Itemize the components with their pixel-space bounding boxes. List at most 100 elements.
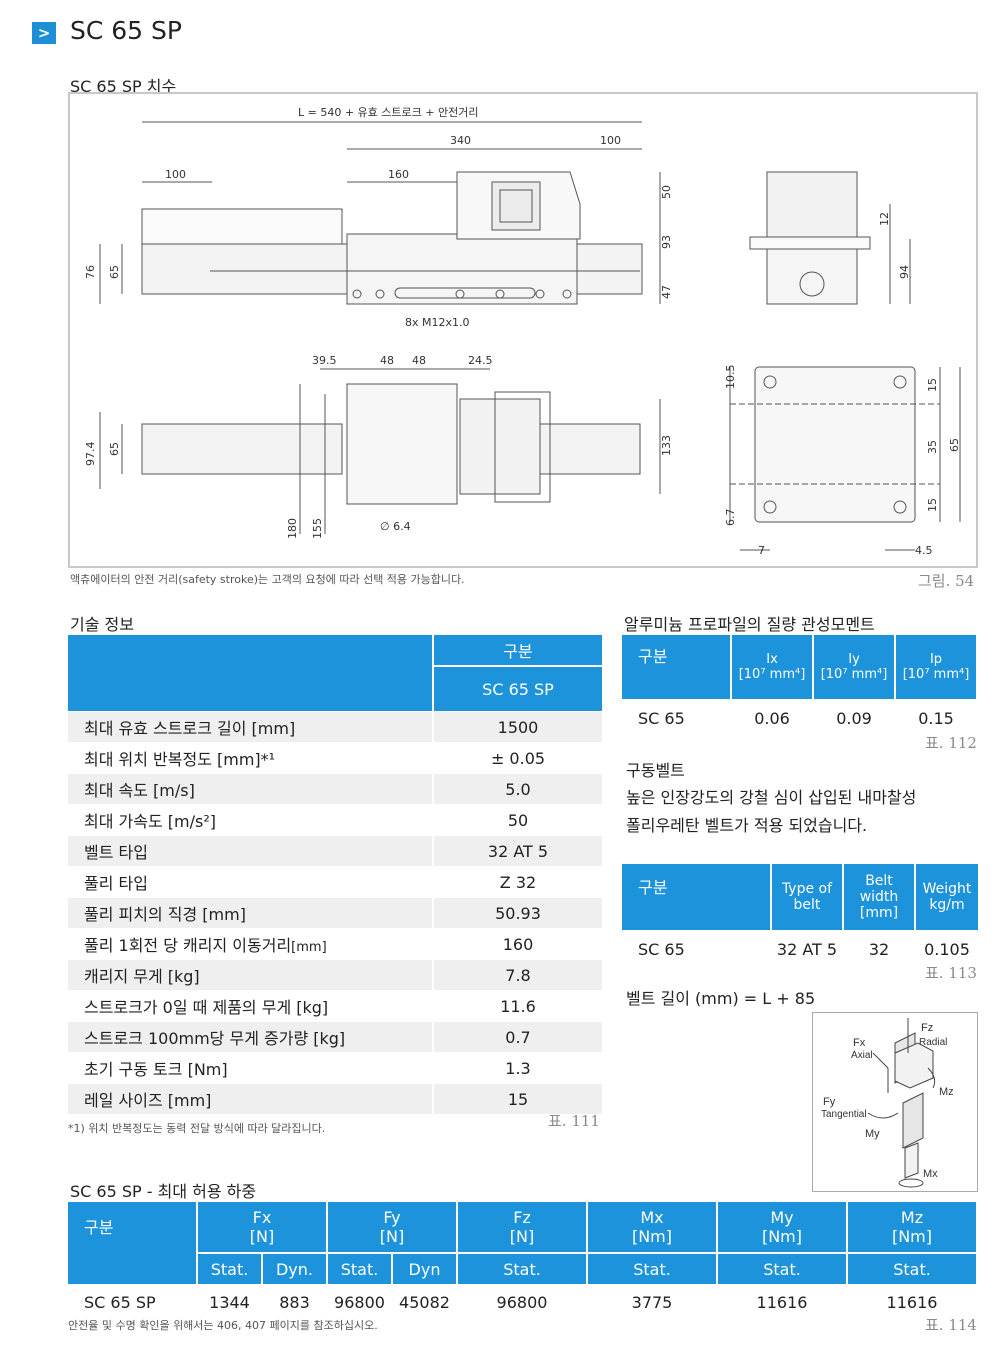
inertia-iy: 0.09 xyxy=(814,701,894,735)
tech-row-label-text: 풀리 1회전 당 캐리지 이동거리 xyxy=(84,936,292,955)
tech-row-value: 160 xyxy=(434,929,602,959)
loads-sub-mx-stat: Stat. xyxy=(588,1254,716,1284)
loads-header-group: 구분 xyxy=(68,1202,196,1284)
loads-header-my: My[Nm] xyxy=(718,1202,846,1252)
belt-weight: 0.105 xyxy=(916,932,978,966)
dim-24-5: 24.5 xyxy=(468,354,493,367)
loads-header-fy: Fy[N] xyxy=(328,1202,456,1252)
dim-100-left: 100 xyxy=(165,168,186,181)
inertia-ix: 0.06 xyxy=(732,701,812,735)
tech-row-value: ± 0.05 xyxy=(434,743,602,773)
inertia-title: 알루미늄 프로파일의 질량 관성모멘트 xyxy=(624,615,875,634)
dim-7: 7 xyxy=(758,544,765,557)
loads-mx-stat: 3775 xyxy=(588,1286,716,1318)
inertia-header-ip: Ip[10⁷ mm⁴] xyxy=(896,635,976,699)
loads-fz-stat: 96800 xyxy=(458,1286,586,1318)
dim-48-a: 48 xyxy=(380,354,394,367)
tech-row-value: 7.8 xyxy=(434,960,602,990)
loads-header-fz: Fz[N] xyxy=(458,1202,586,1252)
dim-6-7: 6.7 xyxy=(724,509,737,527)
inertia-header-group: 구분 xyxy=(622,635,730,699)
tech-row-label: 캐리지 무게 [kg] xyxy=(68,960,432,990)
dimension-drawing: L = 540 + 유효 스트로크 + 안전거리 340 100 100 160… xyxy=(68,92,978,568)
loads-header-mx: Mx[Nm] xyxy=(588,1202,716,1252)
dim-4-5: 4.5 xyxy=(915,544,933,557)
figure-ref: 그림. 54 xyxy=(918,572,975,590)
tech-row: 최대 속도 [m/s]5.0 xyxy=(68,774,602,804)
tech-row-label: 벨트 타입 xyxy=(68,836,432,866)
loads-title: SC 65 SP - 최대 허용 하중 xyxy=(70,1182,257,1201)
tech-row-label: 풀리 1회전 당 캐리지 이동거리[mm] xyxy=(68,929,432,959)
inertia-header-iy: Iy[10⁷ mm⁴] xyxy=(814,635,894,699)
label-radial: Radial xyxy=(919,1037,947,1048)
tech-row-label: 스트로크가 0일 때 제품의 무게 [kg] xyxy=(68,991,432,1021)
tech-row-value: 1.3 xyxy=(434,1053,602,1083)
loads-sub-fz-stat: Stat. xyxy=(458,1254,586,1284)
belt-header-group: 구분 xyxy=(622,864,770,930)
tech-row-label: 최대 가속도 [m/s²] xyxy=(68,805,432,835)
tech-row-value: 0.7 xyxy=(434,1022,602,1052)
dim-65-bottom: 65 xyxy=(108,442,121,456)
label-fz: Fz xyxy=(921,1022,933,1034)
loads-mz-stat: 11616 xyxy=(848,1286,976,1318)
tech-row-label: 레일 사이즈 [mm] xyxy=(68,1084,432,1114)
tech-row: 풀리 피치의 직경 [mm]50.93 xyxy=(68,898,602,928)
tech-row-value: 50 xyxy=(434,805,602,835)
dim-50: 50 xyxy=(660,185,673,199)
label-mz: Mz xyxy=(939,1086,954,1098)
label-fy: Fy xyxy=(823,1096,836,1108)
dim-65-profile: 65 xyxy=(948,438,961,452)
loads-fy-stat: 96800 xyxy=(328,1286,391,1318)
dim-180: 180 xyxy=(286,518,299,539)
loads-sub-fy-stat: Stat. xyxy=(328,1254,391,1284)
inertia-header-ix: Ix[10⁷ mm⁴] xyxy=(732,635,812,699)
dim-48-b: 48 xyxy=(412,354,426,367)
tech-row: 최대 위치 반복정도 [mm]*¹± 0.05 xyxy=(68,743,602,773)
tech-row: 최대 가속도 [m/s²]50 xyxy=(68,805,602,835)
tech-row: 초기 구동 토크 [Nm]1.3 xyxy=(68,1053,602,1083)
loads-fx-stat: 1344 xyxy=(198,1286,261,1318)
dims-section-title: SC 65 SP 치수 xyxy=(70,77,177,96)
inertia-table-ref: 표. 112 xyxy=(925,734,977,752)
belt-width: 32 xyxy=(844,932,914,966)
dim-155: 155 xyxy=(311,518,324,539)
loads-sub-mz-stat: Stat. xyxy=(848,1254,976,1284)
belt-header-weight: Weight kg/m xyxy=(916,864,978,930)
tech-row-value: 11.6 xyxy=(434,991,602,1021)
loads-header-mz: Mz[Nm] xyxy=(848,1202,976,1252)
tech-row-label: 풀리 피치의 직경 [mm] xyxy=(68,898,432,928)
belt-model: SC 65 xyxy=(622,932,770,966)
dim-15-bottom: 15 xyxy=(926,498,939,512)
belt-length-formula: 벨트 길이 (mm) = L + 85 xyxy=(626,989,816,1008)
dim-L: L = 540 + 유효 스트로크 + 안전거리 xyxy=(298,106,478,119)
dim-76: 76 xyxy=(84,265,97,279)
dim-6-4: ∅ 6.4 xyxy=(380,520,411,533)
page-title: SC 65 SP xyxy=(70,16,182,45)
dim-93: 93 xyxy=(660,235,673,249)
tech-title: 기술 정보 xyxy=(70,615,134,634)
force-diagram: Fz Radial Fx Axial Fy Tangential Mz My M… xyxy=(812,1012,978,1192)
belt-type: 32 AT 5 xyxy=(772,932,842,966)
tech-header-model: SC 65 SP xyxy=(434,667,602,711)
dim-97-4: 97.4 xyxy=(84,442,97,467)
tech-row-label: 최대 속도 [m/s] xyxy=(68,774,432,804)
dim-15-top: 15 xyxy=(926,378,939,392)
dim-8x-m12: 8x M12x1.0 xyxy=(405,316,470,329)
tech-row-value: 15 xyxy=(434,1084,602,1114)
tech-row: 풀리 1회전 당 캐리지 이동거리[mm]160 xyxy=(68,929,602,959)
tech-header-group: 구분 xyxy=(434,635,602,665)
tech-row-value: 5.0 xyxy=(434,774,602,804)
dim-47: 47 xyxy=(660,285,673,299)
tech-row-label-unit: [mm] xyxy=(291,940,327,955)
tech-table-ref: 표. 111 xyxy=(548,1112,600,1130)
label-my: My xyxy=(865,1128,880,1140)
loads-sub-my-stat: Stat. xyxy=(718,1254,846,1284)
dim-94: 94 xyxy=(898,265,911,279)
tech-row-value: 50.93 xyxy=(434,898,602,928)
label-axial: Axial xyxy=(851,1050,873,1061)
belt-desc-2: 폴리우레탄 벨트가 적용 되었습니다. xyxy=(626,816,868,835)
tech-row: 스트로크가 0일 때 제품의 무게 [kg]11.6 xyxy=(68,991,602,1021)
tech-footnote: *1) 위치 반복정도는 동력 전달 방식에 따라 달라집니다. xyxy=(68,1122,326,1135)
belt-desc-1: 높은 인장강도의 강철 심이 삽입된 내마찰성 xyxy=(626,788,917,807)
force-diagram-svg: Fz Radial Fx Axial Fy Tangential Mz My M… xyxy=(821,1018,954,1188)
